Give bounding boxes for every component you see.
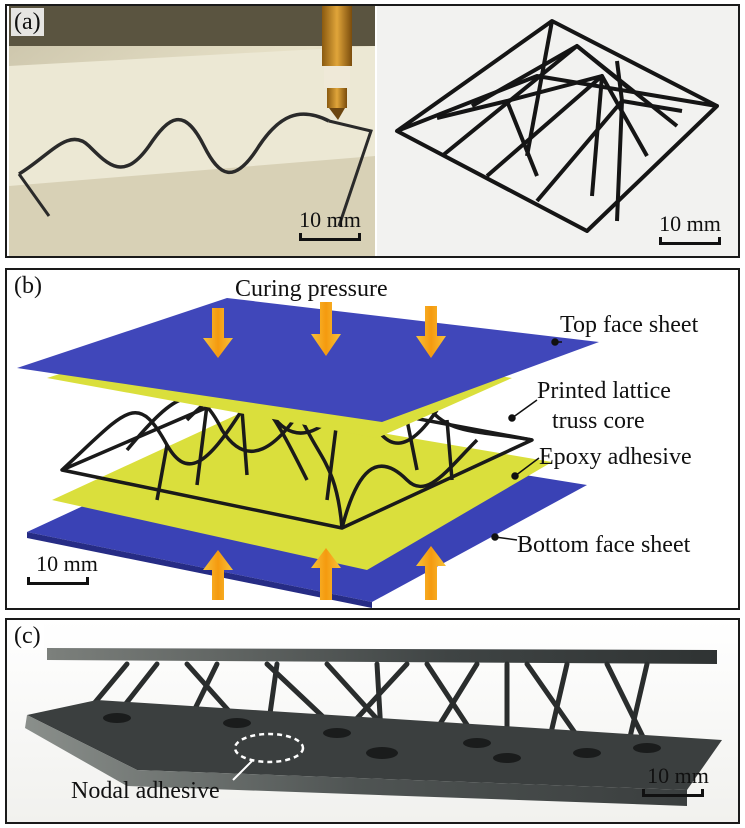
printed-lattice-label-line2: truss core — [552, 408, 645, 434]
scale-bar-b-text: 10 mm — [36, 551, 98, 576]
top-face-sheet — [17, 298, 599, 422]
scale-bar-c: 10 mm — [632, 764, 724, 797]
sandwich-exploded-diagram — [17, 298, 599, 608]
printed-lattice-label-line1: Printed lattice — [537, 378, 671, 404]
scale-bar-b: 10 mm — [21, 552, 113, 585]
sandwich-panel-photo — [7, 620, 738, 822]
scale-bar-a-right: 10 mm — [647, 212, 733, 245]
scale-bar-a-left-text: 10 mm — [299, 207, 361, 232]
printed-lattice-photo — [377, 6, 738, 256]
panel-a-label: (a) — [11, 8, 44, 36]
panel-a: (a) 10 mm 10 mm — [5, 4, 740, 258]
top-face-sheet-label: Top face sheet — [560, 312, 699, 338]
panel-b: (b) Curing pressure Top face sheet Print… — [5, 268, 740, 610]
nodal-adhesive-label: Nodal adhesive — [71, 778, 220, 804]
bottom-face-sheet-label: Bottom face sheet — [517, 532, 691, 558]
panel-c: (c) Nodal adhesive 10 mm — [5, 618, 740, 824]
panel-b-label: (b) — [11, 272, 45, 300]
bottom-epoxy-adhesive — [52, 410, 552, 570]
scale-bar-a-left: 10 mm — [287, 208, 373, 241]
nodal-adhesive-highlight — [233, 732, 305, 764]
epoxy-adhesive-label: Epoxy adhesive — [539, 444, 692, 470]
scale-bar-c-text: 10 mm — [647, 763, 709, 788]
curing-pressure-label: Curing pressure — [235, 276, 388, 302]
panel-c-label: (c) — [11, 622, 44, 650]
printing-photo — [9, 6, 375, 256]
scale-bar-a-right-text: 10 mm — [659, 211, 721, 236]
